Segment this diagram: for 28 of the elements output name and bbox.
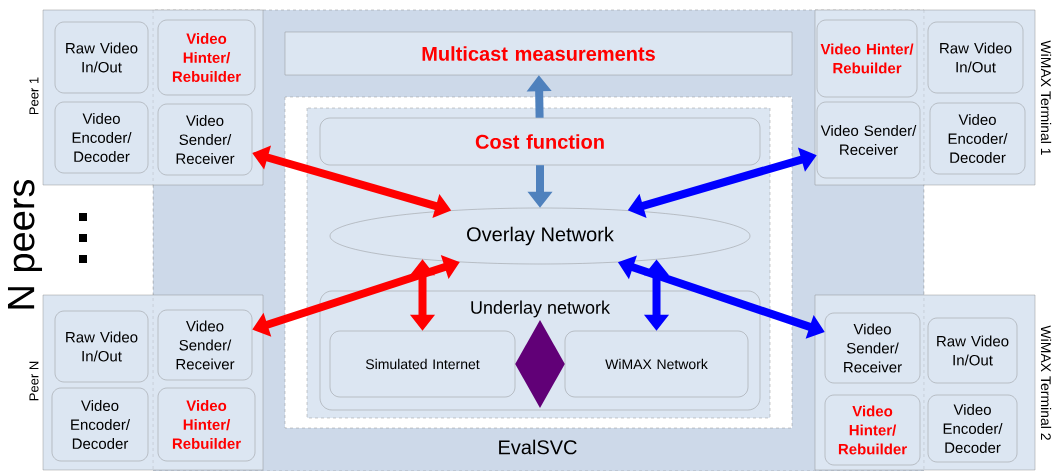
process-box: Multicast measurements (284, 31, 793, 76)
group-label: WiMAX Terminal 2 (1040, 325, 1052, 440)
group-label: WiMAX Terminal 1 (1040, 40, 1052, 155)
module-box: Video Sender/ Receiver (816, 101, 921, 179)
arrow (515, 320, 565, 408)
module-box: Video Hinter/ Rebuilder (816, 19, 918, 98)
process-box: WiMAX Network (564, 330, 749, 398)
process-box: Simulated Internet (329, 330, 516, 398)
module-box: Video Hinter/ Rebuilder (157, 19, 256, 96)
box-heading: Underlay network (471, 300, 611, 318)
area-label: EvalSVC (499, 439, 577, 455)
module-box: Video Hinter/ Rebuilder (157, 387, 256, 462)
module-box: Raw Video In/Out (54, 310, 149, 383)
module-box: Raw Video In/Out (54, 21, 149, 94)
module-box: Video Encoder/ Decoder (929, 102, 1026, 175)
module-box: Video Sender/ Receiver (824, 312, 921, 384)
side-label: N peers (8, 179, 42, 309)
module-box: Video Sender/ Receiver (157, 309, 253, 381)
module-box: Video Encoder/ Decoder (54, 101, 149, 174)
module-box: Raw Video In/Out (927, 21, 1024, 94)
process-box: Cost function (319, 117, 761, 166)
module-box: Video Encoder/ Decoder (51, 387, 149, 462)
group-label: Peer 1 (29, 77, 39, 115)
module-box: Raw Video In/Out (927, 317, 1018, 384)
module-box: Video Sender/ Receiver (157, 103, 253, 176)
group-label: Peer N (29, 361, 39, 401)
module-box: Video Hinter/ Rebuilder (824, 394, 921, 466)
module-box: Video Encoder/ Decoder (927, 394, 1018, 463)
